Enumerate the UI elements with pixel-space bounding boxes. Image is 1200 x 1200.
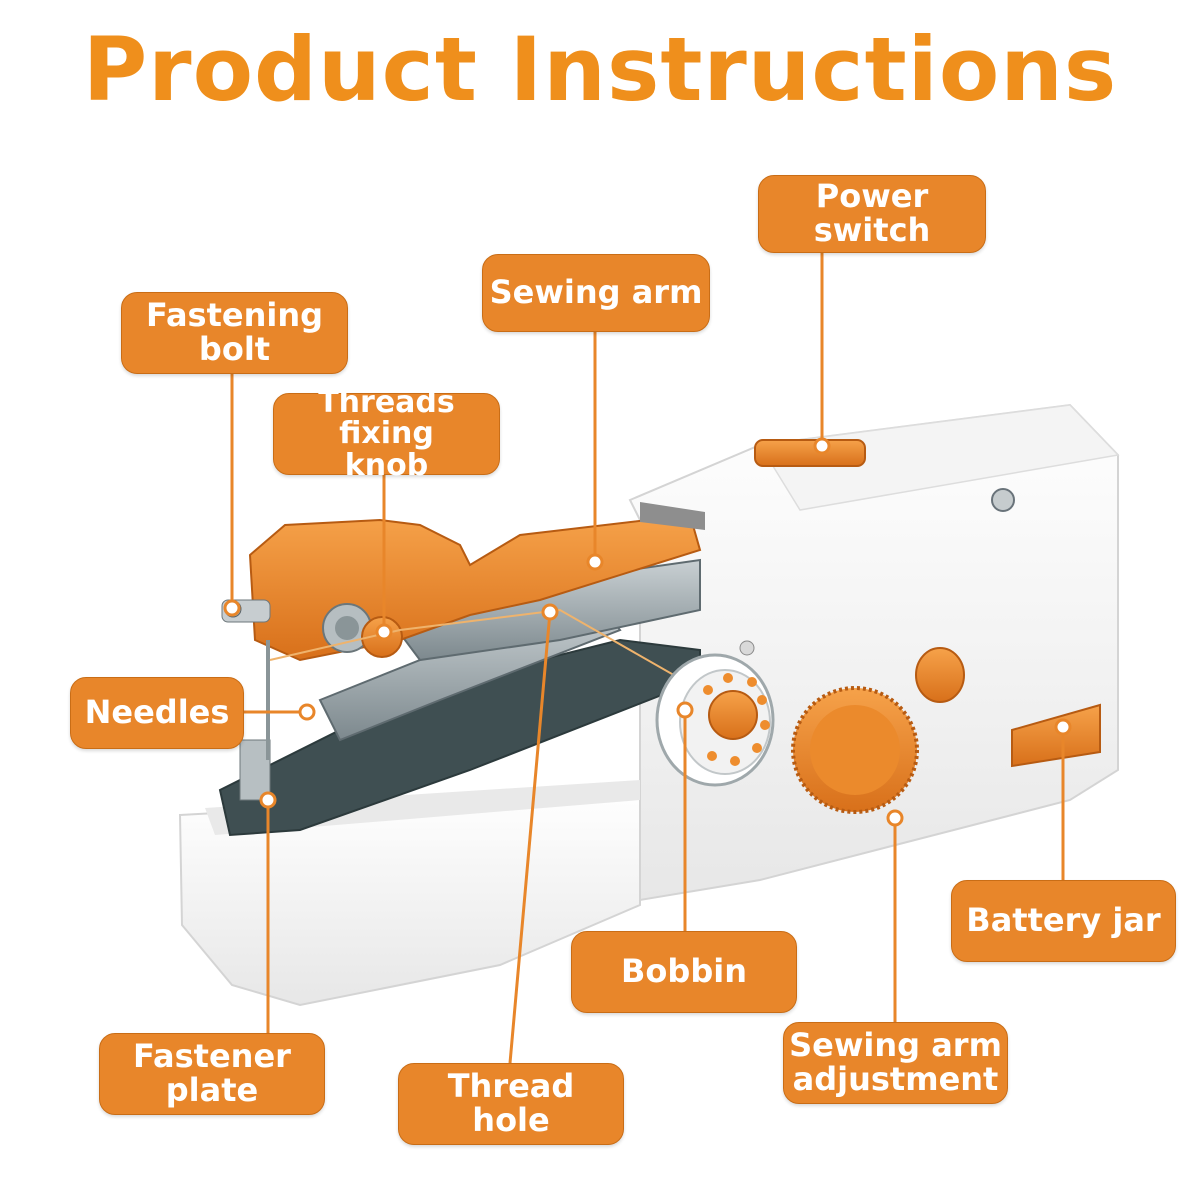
label-fastener-plate: Fastener plate bbox=[99, 1033, 325, 1115]
label-sewing-arm-adjustment: Sewing arm adjustment bbox=[783, 1022, 1008, 1104]
screw-icon bbox=[991, 488, 1015, 512]
leader-dots bbox=[223, 437, 1072, 827]
hole-icon bbox=[739, 640, 755, 656]
adjustment-dial-part bbox=[791, 647, 965, 814]
label-sewing-arm: Sewing arm bbox=[482, 254, 710, 332]
label-fastening-bolt: Fastening bolt bbox=[121, 292, 348, 374]
battery-cover-part bbox=[1011, 703, 1101, 768]
power-switch-part bbox=[754, 439, 866, 467]
needle-part bbox=[266, 608, 701, 760]
label-thread-hole: Thread hole bbox=[398, 1063, 624, 1145]
label-needles: Needles bbox=[70, 677, 244, 749]
label-battery-jar: Battery jar bbox=[951, 880, 1176, 962]
bobbin-part bbox=[655, 653, 775, 787]
label-threads-fixing-knob: Threads fixing knob bbox=[273, 387, 500, 481]
page-title: Product Instructions bbox=[82, 18, 1118, 121]
leader-lines bbox=[230, 252, 1065, 1064]
label-power-switch: Power switch bbox=[758, 175, 986, 253]
label-bobbin: Bobbin bbox=[571, 931, 797, 1013]
